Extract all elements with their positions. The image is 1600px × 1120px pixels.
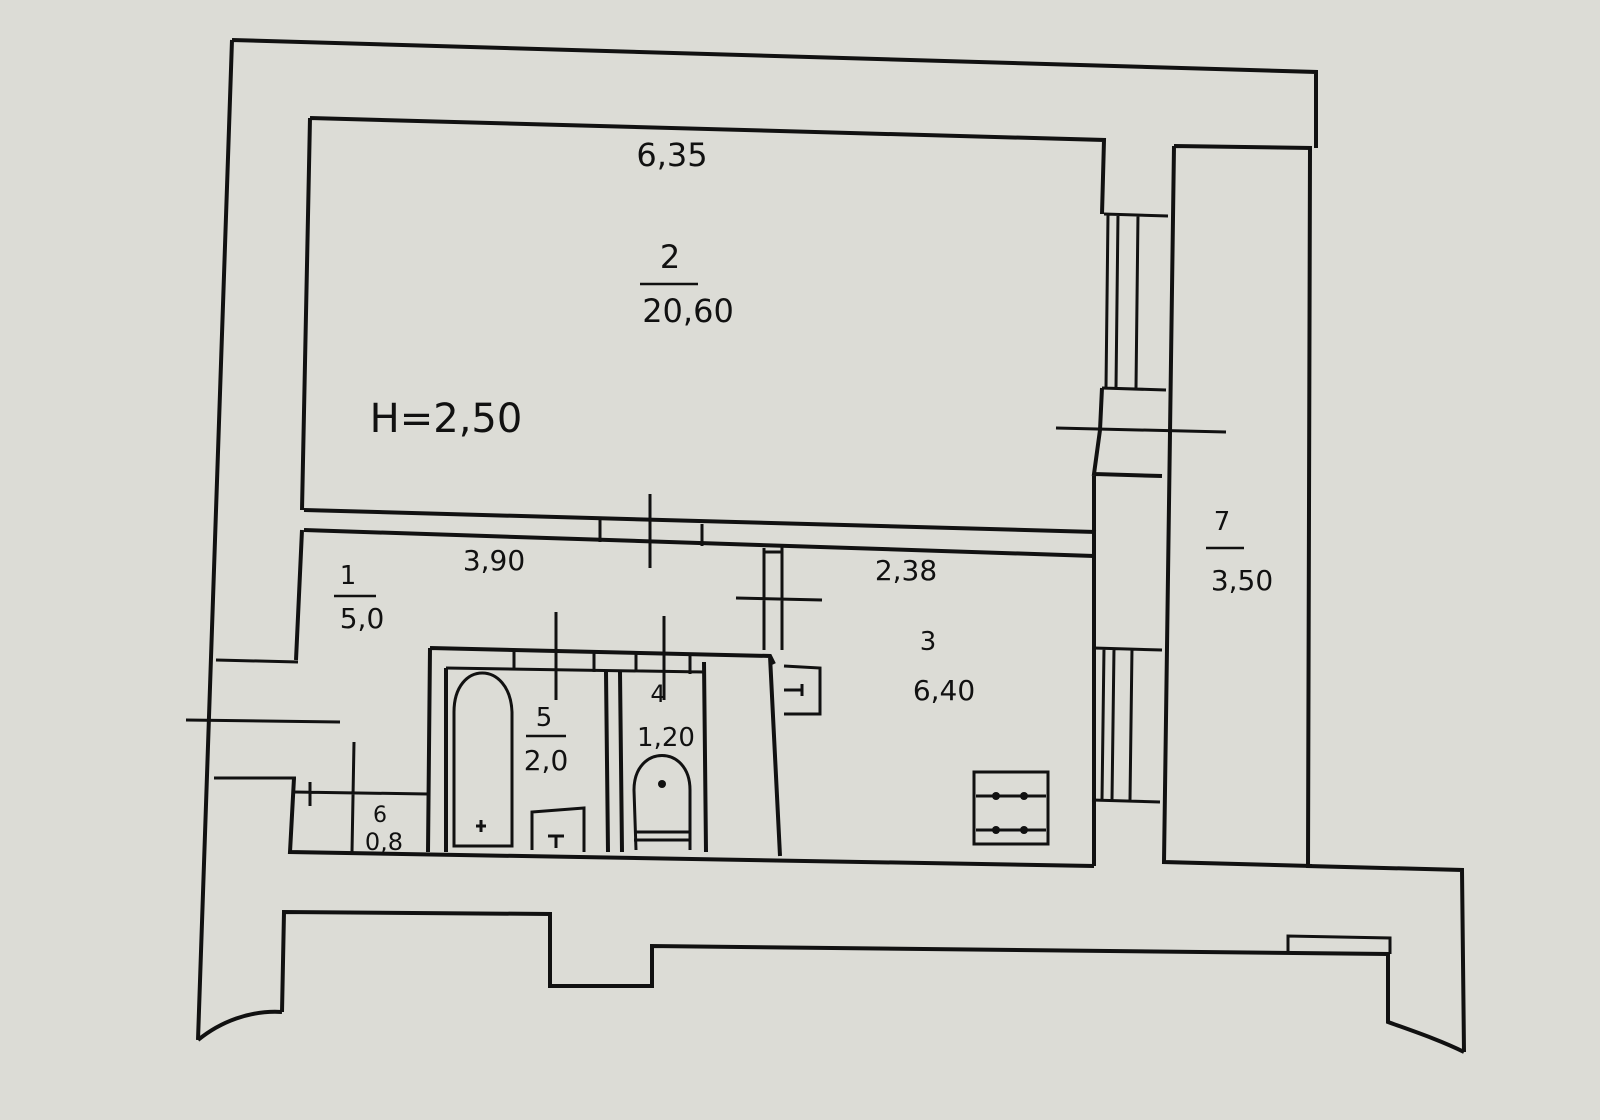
stove [972,770,1050,846]
room-4-area: 1,20 [637,723,695,753]
balcony-door [1101,212,1169,392]
room-7-number: 7 [1214,507,1231,537]
kitchen-window [1091,646,1163,804]
bottom-ledge [280,909,1465,1054]
room-1-number: 1 [340,561,357,591]
room-2-number: 2 [660,238,680,276]
room-3-area: 6,40 [913,674,975,707]
corridor-width-label: 3,90 [463,544,525,577]
top-width-label: 6,35 [636,136,707,174]
corridor-upper-wall [303,528,1095,558]
room-4-number: 4 [650,680,665,708]
stove-burner [992,792,1000,800]
sink-tap [548,834,564,848]
room-3-number: 3 [920,627,937,657]
living-room-doorway [598,494,704,568]
stove-burner-lines [976,794,1046,832]
kitchen-width-label: 2,38 [875,554,937,587]
stove-burner [1020,826,1028,834]
living-room-walls [300,116,1107,534]
stove-burner [992,826,1000,834]
room-6-number: 6 [373,803,387,828]
room-5-area: 2,0 [524,744,569,777]
kitchen-sink [783,664,822,716]
bathroom-top-walls [445,650,705,674]
room-6-area: 0,8 [365,828,403,856]
outer-wall [196,38,1466,1053]
bathtub-drain [476,820,486,832]
bathroom-block-walls [426,646,782,857]
room-2-area: 20,60 [642,292,734,330]
toilet-tank [634,830,690,842]
closet-walls [293,741,429,853]
kitchen-door [735,546,823,650]
ledge-step [1286,934,1392,954]
room-5-number: 5 [536,703,553,733]
room-1-area: 5,0 [340,602,385,635]
toilet [632,754,692,851]
room-7-area: 3,50 [1211,564,1273,597]
entrance-door [185,658,341,780]
stove-burner [1020,792,1028,800]
balcony-door-sill [1055,426,1227,434]
toilet-flush-dot [658,780,666,788]
balcony-wall [1161,144,1313,868]
bathtub [452,671,514,848]
hall-walls [287,529,1095,868]
sink [530,806,586,852]
ceiling-height-label: H=2,50 [370,396,523,442]
